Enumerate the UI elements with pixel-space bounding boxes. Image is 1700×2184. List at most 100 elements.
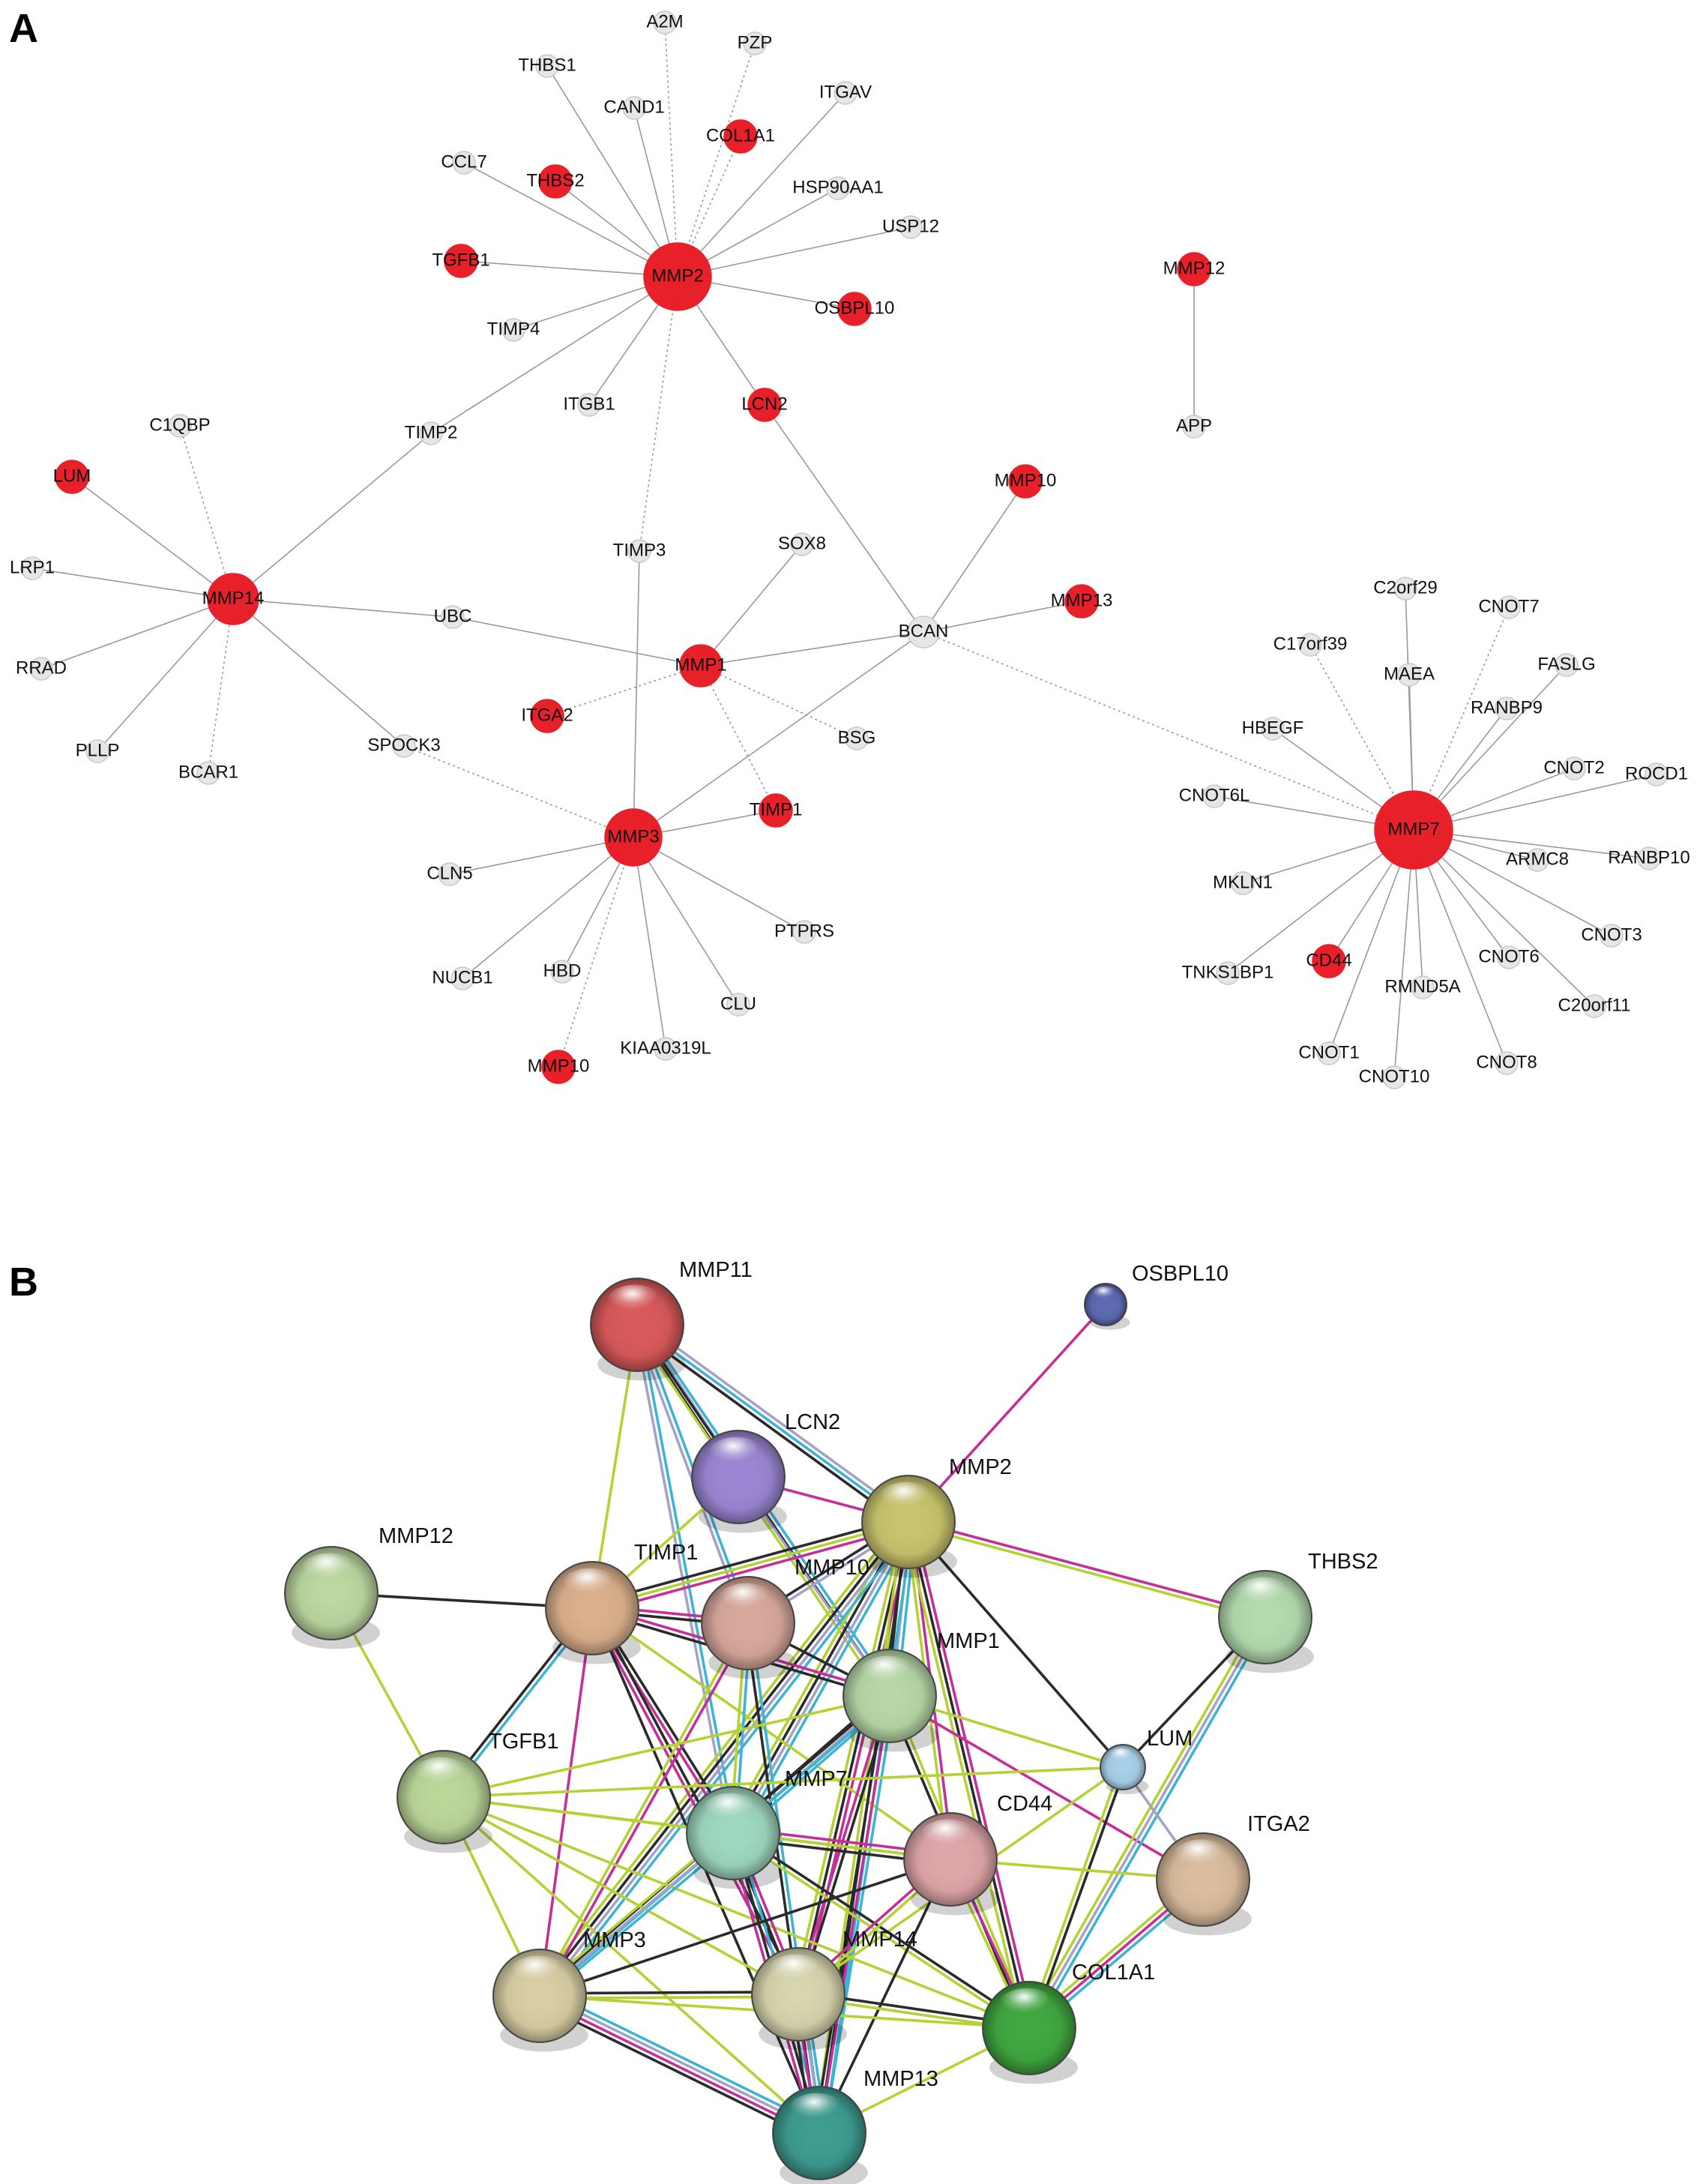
node-ptprs[interactable]: PTPRS — [774, 920, 834, 944]
node-cnot8[interactable]: CNOT8 — [1476, 1051, 1537, 1075]
node-spock3[interactable]: SPOCK3 — [367, 734, 441, 758]
node-timp1[interactable]: TIMP1 — [750, 793, 803, 828]
node-mmp3[interactable]: MMP3 — [604, 808, 663, 867]
protein-tgfb1[interactable]: TGFB1 — [397, 1730, 558, 1853]
protein-col1a1[interactable]: COL1A1 — [982, 1961, 1155, 2084]
protein-mmp14[interactable]: MMP14 — [751, 1928, 917, 2051]
node-cnot6[interactable]: CNOT6 — [1478, 945, 1540, 969]
node-a2m[interactable]: A2M — [646, 10, 684, 34]
protein-mmp13[interactable]: MMP13 — [772, 2067, 938, 2184]
node-cnot2[interactable]: CNOT2 — [1543, 756, 1605, 780]
node-mmp2[interactable]: MMP2 — [643, 242, 712, 311]
node-circle — [1562, 756, 1586, 780]
node-bcar1[interactable]: BCAR1 — [178, 761, 238, 785]
node-pllp[interactable]: PLLP — [76, 739, 120, 763]
node-rmnd5a[interactable]: RMND5A — [1384, 975, 1461, 999]
node-label: CNOT6L — [1179, 785, 1250, 805]
node-bsg[interactable]: BSG — [838, 727, 876, 750]
protein-mmp3[interactable]: MMP3 — [492, 1928, 646, 2052]
node-ranbp9[interactable]: RANBP9 — [1471, 697, 1543, 721]
node-faslg[interactable]: FASLG — [1537, 653, 1596, 677]
node-maea[interactable]: MAEA — [1384, 663, 1435, 687]
protein-cd44[interactable]: CD44 — [903, 1792, 1052, 1916]
node-sox8[interactable]: SOX8 — [778, 532, 826, 556]
node-armc8[interactable]: ARMC8 — [1506, 848, 1569, 872]
node-cnot7[interactable]: CNOT7 — [1478, 595, 1540, 619]
node-bcan[interactable]: BCAN — [899, 616, 949, 649]
node-cnot3[interactable]: CNOT3 — [1581, 924, 1642, 948]
node-itgav[interactable]: ITGAV — [819, 81, 872, 105]
protein-thbs2[interactable]: THBS2 — [1218, 1550, 1378, 1673]
node-ranbp10[interactable]: RANBP10 — [1608, 846, 1690, 870]
node-col1a1[interactable]: COL1A1 — [706, 119, 775, 154]
node-label: THBS1 — [518, 55, 576, 75]
node-thbs1[interactable]: THBS1 — [518, 54, 576, 78]
node-mkln1[interactable]: MKLN1 — [1213, 871, 1273, 895]
node-thbs2[interactable]: THBS2 — [526, 164, 585, 199]
node-tnks1bp1[interactable]: TNKS1BP1 — [1182, 961, 1274, 985]
protein-timp1[interactable]: TIMP1 — [545, 1541, 698, 1664]
node-lrp1[interactable]: LRP1 — [10, 556, 55, 580]
node-lum[interactable]: LUM — [53, 460, 91, 494]
node-rocd1[interactable]: ROCD1 — [1625, 762, 1688, 786]
node-c1qbp[interactable]: C1QBP — [149, 414, 211, 438]
node-tgfb1[interactable]: TGFB1 — [432, 244, 490, 278]
node-hbegf[interactable]: HBEGF — [1242, 717, 1304, 741]
node-circle — [207, 573, 259, 625]
node-label: C1QBP — [149, 415, 210, 435]
node-mmp10b[interactable]: MMP10 — [995, 464, 1057, 499]
node-rrad[interactable]: RRAD — [16, 657, 67, 681]
node-mmp13[interactable]: MMP13 — [1051, 584, 1113, 619]
node-circle — [790, 532, 814, 556]
node-timp4[interactable]: TIMP4 — [487, 318, 540, 342]
edge-mmp1-itga2 — [888, 1694, 1205, 1881]
node-lcn2[interactable]: LCN2 — [741, 388, 788, 422]
node-cnot1[interactable]: CNOT1 — [1298, 1041, 1360, 1065]
protein-itga2[interactable]: ITGA2 — [1156, 1812, 1310, 1936]
node-nucb1[interactable]: NUCB1 — [432, 966, 493, 990]
node-c2orf29[interactable]: C2orf29 — [1373, 577, 1438, 601]
node-mmp10[interactable]: MMP10 — [528, 1050, 590, 1084]
protein-mmp10[interactable]: MMP10 — [701, 1556, 869, 1679]
protein-label: COL1A1 — [1072, 1961, 1155, 1985]
node-circle — [450, 966, 474, 990]
node-label: PLLP — [76, 740, 120, 760]
node-circle — [1637, 846, 1661, 870]
node-hsp90aa1[interactable]: HSP90AA1 — [792, 176, 884, 200]
node-itga2[interactable]: ITGA2 — [521, 699, 573, 733]
protein-lum[interactable]: LUM — [1100, 1727, 1193, 1794]
node-c20orf11[interactable]: C20orf11 — [1558, 994, 1631, 1018]
node-circle — [899, 215, 923, 239]
node-timp3[interactable]: TIMP3 — [613, 539, 666, 563]
node-cln5[interactable]: CLN5 — [426, 862, 473, 886]
node-usp12[interactable]: USP12 — [882, 215, 939, 239]
protein-mmp11[interactable]: MMP11 — [590, 1258, 753, 1381]
node-itgb1[interactable]: ITGB1 — [563, 393, 615, 417]
protein-mmp12[interactable]: MMP12 — [284, 1524, 453, 1649]
node-c17orf39[interactable]: C17orf39 — [1274, 633, 1348, 657]
node-hbd[interactable]: HBD — [543, 960, 582, 984]
node-app[interactable]: APP — [1176, 415, 1212, 439]
protein-mmp2[interactable]: MMP2 — [861, 1455, 1012, 1578]
node-ccl7[interactable]: CCL7 — [441, 151, 487, 175]
protein-lcn2[interactable]: LCN2 — [691, 1410, 840, 1533]
node-circle — [653, 10, 677, 34]
protein-osbpl10[interactable]: OSBPL10 — [1084, 1262, 1229, 1330]
node-timp2[interactable]: TIMP2 — [405, 421, 458, 445]
node-clu[interactable]: CLU — [720, 993, 756, 1017]
protein-mmp1[interactable]: MMP1 — [843, 1629, 1000, 1752]
node-cand1[interactable]: CAND1 — [603, 96, 665, 120]
node-mmp12[interactable]: MMP12 — [1163, 252, 1226, 286]
node-ubc[interactable]: UBC — [434, 605, 472, 629]
node-circle — [1497, 595, 1521, 619]
node-cd44[interactable]: CD44 — [1306, 944, 1352, 978]
node-mmp1[interactable]: MMP1 — [675, 644, 727, 688]
node-cnot10[interactable]: CNOT10 — [1359, 1065, 1430, 1089]
node-mmp14[interactable]: MMP14 — [202, 573, 265, 625]
protein-mmp7[interactable]: MMP7 — [686, 1767, 848, 1889]
node-kiaa0319l[interactable]: KIAA0319L — [620, 1037, 711, 1061]
node-mmp7[interactable]: MMP7 — [1374, 790, 1453, 870]
node-osbpl10[interactable]: OSBPL10 — [815, 292, 895, 326]
node-pzp[interactable]: PZP — [738, 31, 773, 55]
node-cnot6l[interactable]: CNOT6L — [1179, 784, 1250, 808]
